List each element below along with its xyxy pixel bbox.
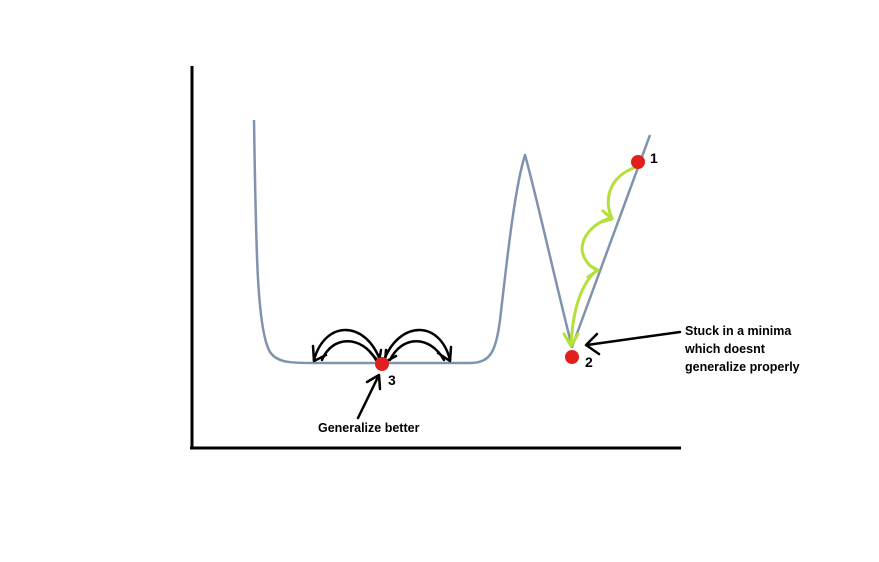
point-2-label: 2: [585, 354, 593, 370]
point-1-label: 1: [650, 150, 658, 166]
stuck-arrow: [584, 330, 682, 356]
point-3-label: 3: [388, 372, 396, 388]
loss-curve: [252, 119, 652, 365]
stuck-annotation-line-3: generalize properly: [685, 360, 800, 374]
descent-path-arrows: [562, 165, 638, 348]
stuck-annotation-line-1: Stuck in a minima: [685, 324, 792, 338]
generalize-arrow: [356, 373, 382, 420]
point-3-marker: [375, 357, 389, 371]
stuck-annotation-line-2: which doesnt: [684, 342, 766, 356]
point-1-marker: [631, 155, 645, 169]
point-2-marker: [565, 350, 579, 364]
generalize-annotation: Generalize better: [318, 421, 420, 435]
bounce-arrows: [311, 328, 453, 364]
